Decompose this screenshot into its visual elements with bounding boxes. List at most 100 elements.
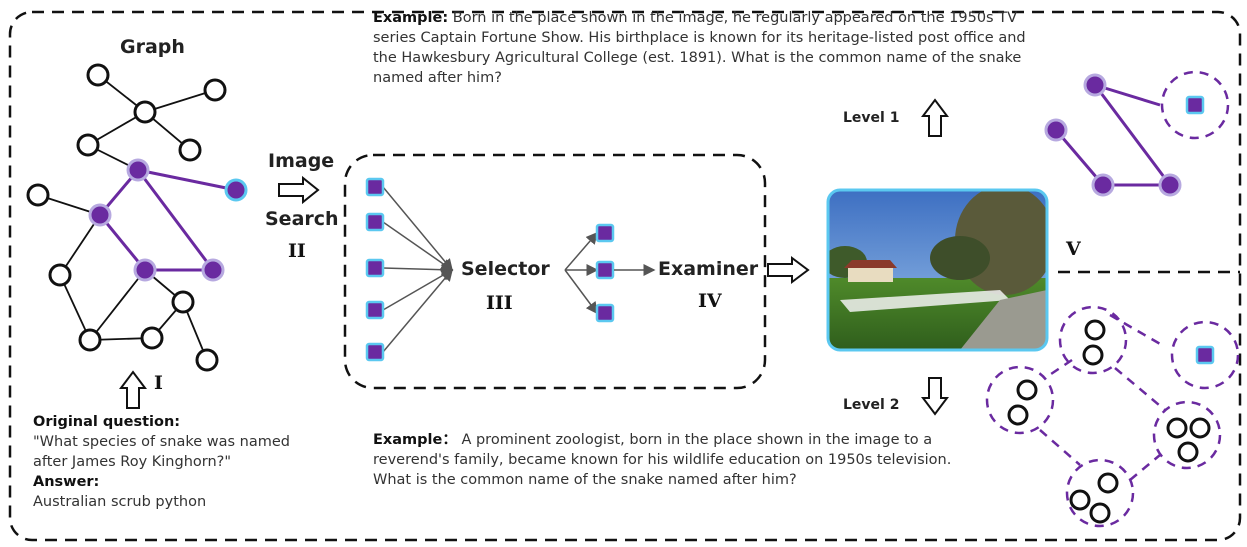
examiner-label: Examiner	[658, 258, 759, 280]
edge	[1054, 129, 1105, 186]
entity-cluster	[1058, 305, 1128, 375]
knowledge-graph	[26, 63, 248, 372]
image-node	[595, 303, 615, 323]
selected-node	[1091, 173, 1115, 197]
entity-node	[76, 133, 100, 157]
cluster-edge	[1044, 358, 1073, 380]
edge	[89, 269, 146, 341]
selected-node	[1044, 118, 1068, 142]
entity-node	[140, 326, 164, 350]
image-search-label-1: Image	[268, 150, 335, 172]
entity-node	[1177, 441, 1199, 463]
selected-node	[126, 158, 150, 182]
step-v-label: V	[1066, 238, 1081, 260]
edge	[1093, 84, 1172, 186]
path-edge	[98, 214, 147, 271]
right-arrow-icon	[767, 256, 810, 284]
selected-node	[1158, 173, 1182, 197]
example-text: Born in the place shown in the image, he…	[373, 10, 1026, 86]
up-arrow-icon	[921, 98, 949, 137]
entity-node	[203, 78, 227, 102]
example-text: A prominent zoologist, born in the place…	[373, 432, 952, 488]
level-graphs	[985, 70, 1240, 528]
example-label: Example：	[373, 432, 457, 448]
entity-node	[1089, 502, 1111, 524]
image-node	[1185, 95, 1205, 115]
image-node	[365, 212, 385, 232]
entity-cluster	[1152, 400, 1222, 470]
entity-node	[78, 328, 102, 352]
cluster-edge	[1039, 429, 1081, 466]
level-2-label: Level 2	[843, 397, 900, 413]
selection-pipeline	[365, 177, 656, 362]
step-ii-label: II	[288, 240, 306, 262]
entity-node	[171, 290, 195, 314]
example-label: Example:	[373, 10, 449, 26]
cluster-edge	[1129, 454, 1161, 481]
selection-frame	[343, 153, 767, 390]
edge	[59, 214, 101, 276]
selected-node	[201, 258, 225, 282]
image-search-label-2: Search	[265, 208, 339, 230]
edge	[59, 274, 91, 341]
entity-node	[1069, 489, 1091, 511]
image-node	[365, 300, 385, 320]
path-edge	[136, 169, 215, 271]
entity-node	[1189, 417, 1211, 439]
answer-text: Australian scrub python	[33, 494, 207, 510]
entity-node	[195, 348, 219, 372]
level-1-label: Level 1	[843, 110, 900, 126]
step-iv-label: IV	[698, 290, 722, 312]
selected-arrow	[564, 231, 598, 271]
path-edge	[137, 168, 237, 192]
entity-node	[1166, 417, 1188, 439]
selected-node	[88, 203, 112, 227]
step-i-label: I	[154, 372, 163, 394]
entity-node	[1082, 344, 1104, 366]
image-node	[365, 342, 385, 362]
example-level-1: Example: Born in the place shown in the …	[373, 8, 1053, 88]
location-photo	[828, 190, 1047, 350]
step-iii-label: III	[486, 292, 513, 314]
cluster-edge	[1114, 367, 1166, 411]
selected-node	[224, 178, 248, 202]
selector-label: Selector	[461, 258, 550, 280]
entity-node	[133, 100, 157, 124]
entity-node	[1016, 379, 1038, 401]
candidate-arrow	[382, 263, 454, 276]
image-node	[1195, 345, 1215, 365]
entity-node	[86, 63, 110, 87]
entity-node	[26, 183, 50, 207]
candidate-arrow	[382, 268, 453, 353]
image-node	[595, 223, 615, 243]
candidate-arrow	[382, 269, 454, 311]
edge	[144, 89, 216, 113]
outer-frame	[8, 10, 1242, 542]
entity-cluster	[1160, 70, 1230, 140]
answer-label: Answer:	[33, 474, 100, 490]
original-question-block: Original question: "What species of snak…	[33, 412, 303, 512]
entity-cluster	[1065, 458, 1135, 528]
candidate-arrow	[382, 221, 454, 271]
right-arrow-icon	[278, 175, 320, 205]
image-node	[595, 260, 615, 280]
entity-node	[1097, 472, 1119, 494]
photo-border	[826, 188, 1049, 352]
graph-title: Graph	[120, 36, 185, 58]
entity-node	[1084, 319, 1106, 341]
down-arrow-icon	[921, 377, 949, 416]
image-node	[365, 177, 385, 197]
selected-node	[133, 258, 157, 282]
candidate-arrow	[382, 186, 453, 272]
cluster-edge	[1109, 313, 1163, 347]
entity-cluster	[985, 365, 1055, 435]
entity-node	[1007, 404, 1029, 426]
up-arrow-icon	[119, 370, 147, 409]
entity-node	[48, 263, 72, 287]
example-level-2: Example： A prominent zoologist, born in …	[373, 430, 973, 490]
image-node	[365, 258, 385, 278]
selected-arrow	[564, 269, 598, 315]
selected-node	[1083, 73, 1107, 97]
